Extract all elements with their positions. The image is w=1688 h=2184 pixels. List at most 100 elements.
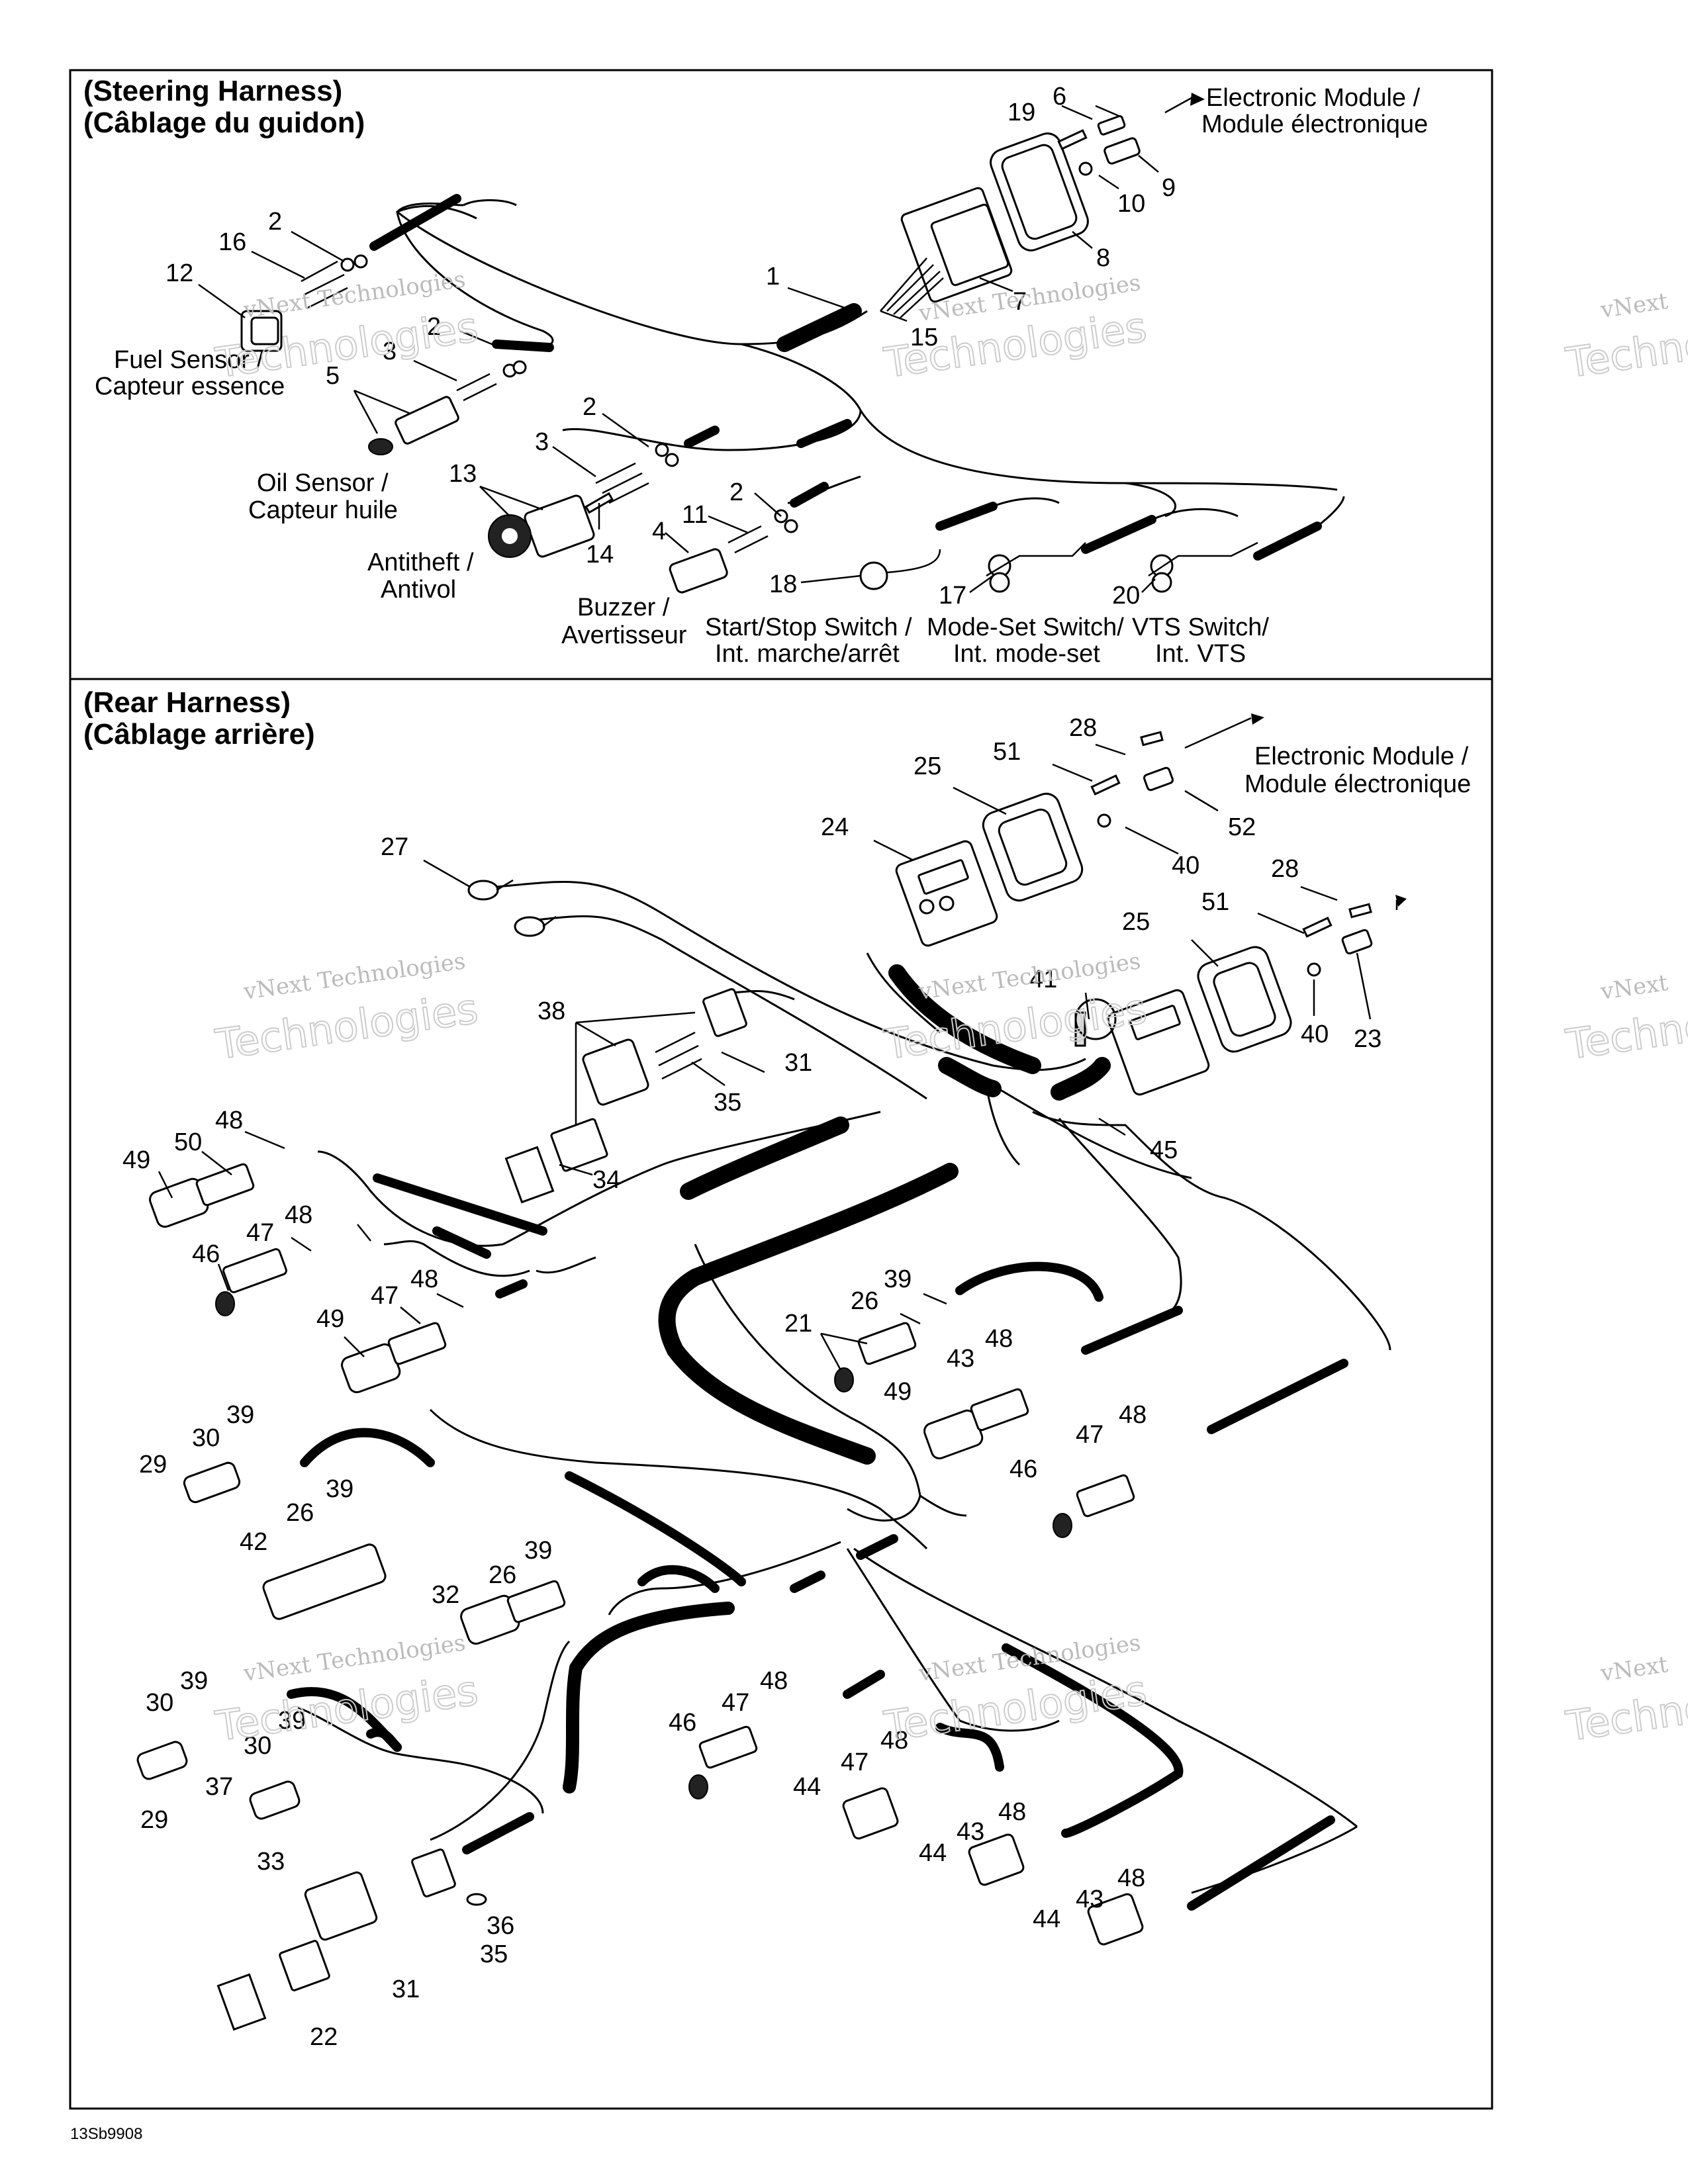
connectors-left-group — [136, 1163, 566, 2031]
rear-label-electronic-module-fr: Module électronique — [1244, 770, 1471, 798]
callout: 39 — [226, 1401, 254, 1429]
watermark-text: vNext — [1599, 1651, 1670, 1687]
arrow-icon — [1190, 93, 1205, 106]
callout: 27 — [381, 833, 408, 861]
callout: 47 — [371, 1282, 399, 1310]
label-antitheft: Antitheft / — [367, 549, 474, 576]
callout: 2 — [583, 393, 596, 421]
callout: 46 — [192, 1240, 220, 1268]
callout: 47 — [841, 1749, 868, 1776]
callout: 8 — [1096, 244, 1110, 272]
callout: 36 — [487, 1912, 514, 1940]
callout: 30 — [192, 1424, 220, 1452]
callout: 39 — [884, 1265, 912, 1293]
label-buzzer: Buzzer / — [577, 594, 670, 621]
callout: 26 — [489, 1561, 516, 1589]
callout: 26 — [851, 1287, 878, 1315]
callout: 6 — [1053, 83, 1066, 111]
callout: 48 — [1117, 1864, 1145, 1892]
callout: 52 — [1228, 813, 1256, 841]
callout: 48 — [985, 1325, 1013, 1353]
callout: 2 — [427, 313, 441, 341]
callout: 32 — [432, 1581, 459, 1609]
steering-callouts: 6 19 9 10 8 7 1 15 2 16 12 2 3 5 2 3 13 … — [165, 83, 1176, 610]
callout: 18 — [769, 570, 797, 598]
label-fuel-sensor-fr: Capteur essence — [95, 373, 285, 400]
terminals-steering-top — [1057, 93, 1205, 176]
callout: 3 — [535, 428, 549, 456]
steering-title-en: (Steering Harness) — [83, 75, 342, 107]
callout: 2 — [729, 478, 743, 506]
callout: 26 — [286, 1499, 314, 1527]
callout: 49 — [122, 1146, 150, 1174]
callout: 48 — [215, 1107, 243, 1134]
callout: 44 — [793, 1773, 821, 1801]
callout: 44 — [919, 1839, 947, 1867]
diagram-frame — [69, 69, 1493, 2110]
callout: 9 — [1162, 174, 1176, 202]
callout: 47 — [246, 1219, 274, 1247]
label-buzzer-fr: Avertisseur — [561, 621, 687, 649]
callout: 49 — [316, 1305, 344, 1333]
rear-leaders — [158, 743, 1372, 1371]
callout: 46 — [1009, 1455, 1037, 1483]
callout: 28 — [1271, 855, 1299, 883]
callout: 46 — [669, 1709, 696, 1737]
label-electronic-module-fr: Module électronique — [1201, 111, 1428, 138]
label-electronic-module: Electronic Module / — [1206, 84, 1421, 112]
watermark-text: vNext — [1599, 288, 1670, 324]
callout: 47 — [1076, 1421, 1103, 1449]
steering-labels: Electronic Module / Module électronique … — [95, 84, 1428, 668]
ring-terminals — [467, 879, 557, 937]
callout: 48 — [760, 1667, 788, 1695]
label-oil-sensor-fr: Capteur huile — [248, 496, 398, 524]
callout: 4 — [652, 518, 666, 545]
switch-start-stop — [859, 549, 941, 590]
label-vts: VTS Switch/ — [1132, 614, 1269, 641]
callout: 1 — [766, 263, 780, 291]
callout: 50 — [174, 1128, 202, 1156]
callout: 31 — [392, 1976, 420, 2003]
callout: 3 — [383, 338, 397, 365]
rear-module-connectors — [895, 713, 1407, 1096]
watermarks: vNext Technologies vNext Technologies vN… — [212, 266, 1688, 1751]
oil-sensor-connector — [368, 360, 527, 455]
callout: 39 — [278, 1707, 306, 1735]
switch-vts — [1148, 541, 1258, 593]
electronic-module-connector-steering — [880, 132, 1089, 318]
callout: 44 — [1033, 1905, 1060, 1933]
callout: 48 — [410, 1265, 438, 1293]
antitheft-connector — [488, 443, 679, 558]
callout: 37 — [205, 1773, 233, 1801]
callout: 48 — [880, 1727, 908, 1754]
callout: 34 — [592, 1166, 620, 1194]
callout: 7 — [1013, 288, 1027, 316]
watermark-text: vNext — [1599, 970, 1670, 1005]
label-vts-fr: Int. VTS — [1155, 640, 1246, 668]
callout: 30 — [146, 1689, 173, 1717]
callout: 48 — [285, 1201, 312, 1229]
callout: 39 — [524, 1537, 552, 1565]
label-mode-set: Mode-Set Switch/ — [927, 614, 1124, 641]
rear-looms — [287, 964, 1348, 1911]
callout: 17 — [939, 582, 966, 610]
arrow-icon — [1251, 713, 1264, 725]
callout: 45 — [1150, 1136, 1178, 1164]
callout: 42 — [240, 1528, 267, 1556]
callout: 25 — [1122, 908, 1150, 936]
callout: 13 — [449, 460, 477, 488]
label-start-stop: Start/Stop Switch / — [705, 614, 912, 641]
callout: 35 — [480, 1940, 508, 1968]
callout: 2 — [268, 208, 282, 236]
label-oil-sensor: Oil Sensor / — [257, 469, 389, 497]
callout: 12 — [165, 259, 193, 287]
callout: 15 — [910, 324, 938, 351]
callout: 43 — [947, 1345, 974, 1373]
callout: 5 — [326, 362, 340, 390]
label-mode-set-fr: Int. mode-set — [953, 640, 1100, 668]
callout: 43 — [1076, 1886, 1103, 1913]
callout: 20 — [1112, 582, 1140, 610]
figure-code: 13Sb9908 — [70, 2125, 142, 2143]
callout: 31 — [784, 1049, 812, 1077]
callout: 35 — [714, 1089, 741, 1116]
